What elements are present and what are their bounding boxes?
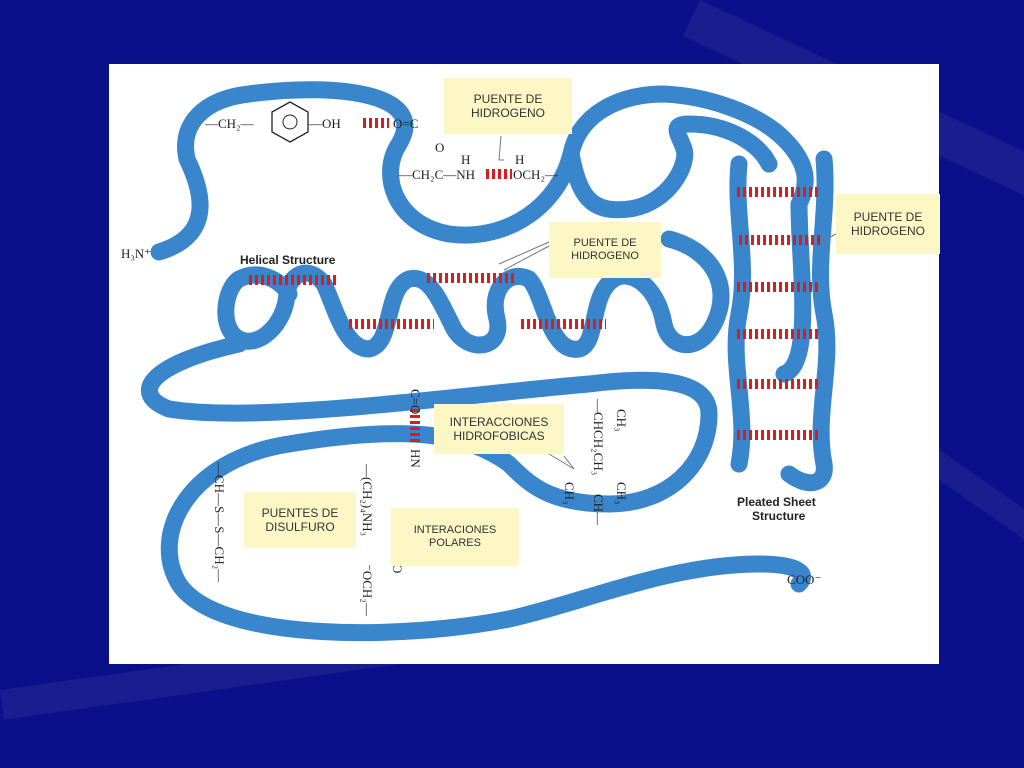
amide-text: —CH₂C—NH — [398, 167, 475, 182]
hydrophobic-chain-text: —CHCH₂CH₃ — [591, 398, 606, 475]
hydrophobic-ch3-right-text: CH₃ — [614, 482, 629, 505]
hydroxyl-text: OCH₂— — [513, 167, 559, 182]
callout-polares: INTERACIONES POLARES — [391, 508, 519, 566]
c-terminus-text: COO⁻ — [787, 572, 821, 587]
benzene-ring-inner — [282, 114, 298, 130]
ribbon-inner-loop — [562, 115, 778, 219]
hydrophobic-ch3-top-text: CH₃ — [614, 409, 629, 432]
callout-pointer-hidrofobicas — [548, 453, 575, 470]
ionic-o-text: O — [390, 564, 405, 573]
ionic-right-text: ⁻OCH₂— — [360, 564, 375, 617]
ribbon-n-terminal-loop — [150, 81, 814, 383]
hydroxyl-h-text: H — [515, 152, 524, 167]
disulfide-text: —CH—S—S—CH₂— — [212, 461, 227, 583]
callout-disulfuro: PUENTES DE DISULFURO — [244, 492, 356, 548]
callout-pointer-right — [820, 233, 837, 243]
backbone-co-text: C=O — [408, 389, 423, 414]
background-ray — [925, 450, 1024, 586]
amide-h-text: H — [461, 152, 470, 167]
callout-hb-mid: PUENTE DE HIDROGENO — [549, 222, 661, 278]
hydrophobic-ch-text: CH— — [591, 494, 606, 526]
n-terminus-text: H₃N⁺ — [121, 246, 151, 261]
ribbon-alpha-helix — [217, 230, 730, 358]
callout-pointer-mid — [498, 241, 550, 271]
tyrosine-ch2-text: —CH₂— — [204, 116, 255, 131]
hydrophobic-ch3-left-text: CH₃ — [562, 482, 577, 505]
ionic-left-text: —(CH₂)₄NH₃ — [360, 463, 375, 536]
callout-pointer-top — [498, 135, 504, 161]
ribbon-beta-strand-right — [780, 150, 836, 492]
protein-diagram: —CH₂— —OH O=C O H —CH₂C—NH H OCH₂— H₃N⁺ … — [121, 81, 837, 642]
amide-o-text: O — [435, 140, 444, 155]
callout-hidrofobicas: INTERACCIONES HIDROFOBICAS — [434, 404, 564, 454]
pleated-sheet-label-line2: Structure — [752, 509, 806, 523]
callout-hb-right: PUENTE DE HIDROGENO — [836, 194, 940, 254]
carbonyl-text: O=C — [393, 116, 418, 131]
ribbon-lower-loop — [141, 335, 811, 642]
benzene-ring-icon — [271, 101, 309, 143]
helical-structure-label: Helical Structure — [240, 253, 336, 267]
diagram-panel: —CH₂— —OH O=C O H —CH₂C—NH H OCH₂— H₃N⁺ … — [109, 64, 940, 664]
ribbon-beta-strand-left — [727, 155, 751, 473]
pleated-sheet-label-line1: Pleated Sheet — [737, 495, 816, 509]
callout-hb-top: PUENTE DE HIDROGENO — [444, 78, 572, 134]
tyrosine-oh-text: —OH — [308, 116, 341, 131]
backbone-nh-text: HN — [408, 449, 423, 468]
